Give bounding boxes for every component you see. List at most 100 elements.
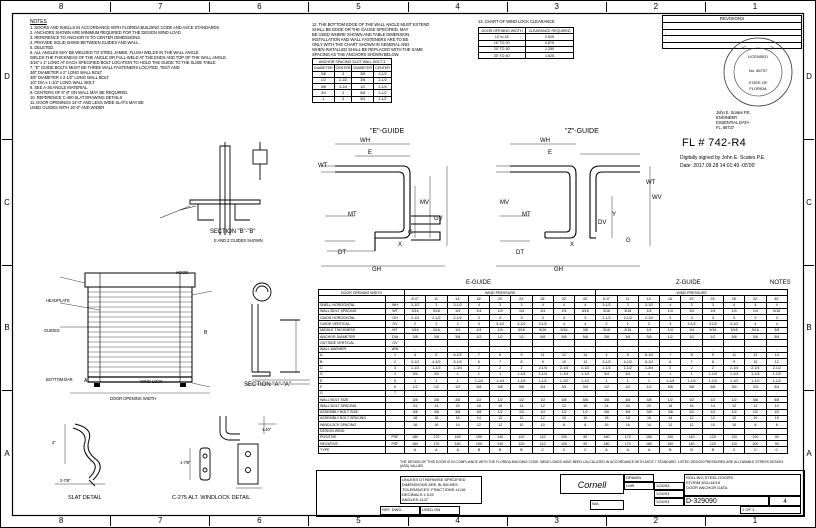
table-cell: 100 [744, 433, 767, 442]
table-cell: 90 [765, 440, 788, 448]
table-row-label: A [318, 351, 386, 360]
table-row-label: TYPE [318, 446, 386, 454]
table-cell: 1/4 [744, 307, 767, 316]
chart-cell: 3 [333, 70, 353, 78]
zone-row-marker: C [2, 140, 12, 266]
digital-signature-line: Digitally signed by John E. Scates P.E. [680, 155, 766, 161]
tb-tol-line: UNLESS OTHERWISE SPECIFIED [402, 477, 466, 482]
table-row-label: C [318, 364, 386, 372]
table-row-label: WALL BOLT SPACING [318, 402, 386, 410]
wind-lock-chart-title: 13. CHART OF WIND LOCK CLEARANCE [478, 19, 555, 24]
notes-lines-b: 12. THE BOTTOM EDGE OF THE WALL ANGLE MU… [312, 22, 472, 57]
revision-row: - [662, 29, 802, 36]
table-cell: 5/16 [744, 326, 767, 335]
z-guide-label: "Z"-GUIDE [565, 128, 599, 135]
table-cell: 5/8 [744, 333, 767, 341]
table-cell: B [489, 446, 512, 454]
table-cell: 4 [744, 301, 767, 309]
section-bb-sublabel: E AND Z GUIDES SHOWN [214, 238, 263, 243]
notes-line: 8. SEE A-36 ANGLE MATERIAL. [30, 85, 89, 90]
elev-marker-a: A [84, 378, 88, 384]
z-dim-g: G [626, 238, 631, 244]
table-row-label: F [318, 383, 386, 391]
notes-line: SPACING AS THE ANCHORS SHOWN BELOW. [312, 52, 400, 57]
chart-row: 30' TO 40'1.625 [477, 52, 574, 60]
table-cell: B [701, 446, 724, 454]
z-dim-e: E [548, 150, 553, 156]
table-cell: 2-1/4 [744, 364, 767, 372]
table-cell: A [637, 446, 661, 454]
table-cell: 4 [744, 320, 767, 328]
zone-column-marker: 8 [12, 516, 112, 526]
table-cell: B [659, 446, 682, 454]
zone-row-marker: C [804, 140, 814, 266]
table-width-cell: 40' [765, 295, 788, 303]
chart-cell: 3 [333, 89, 353, 97]
table-cell: - [744, 345, 767, 353]
zone-column-marker: 2 [607, 516, 706, 526]
revisions-title: REVISIONS [662, 15, 802, 23]
table-cell: 5/8 [765, 396, 788, 404]
elev-label-bottom-bar: BOTTOM BAR [46, 377, 73, 382]
table-cell: C [765, 446, 788, 454]
table-cell: - [765, 389, 788, 398]
table-row-unit [385, 446, 405, 454]
section-bb-drawing [159, 142, 268, 235]
table-row-label: D [318, 370, 386, 379]
notes-line: 4. PROVIDE SOLID SHIMS BETWEEN GUIDES AN… [30, 40, 140, 45]
notes-block: NOTES 1. DOORS AND SHELLS IN ACCORDANCE … [30, 20, 295, 111]
table-cell: 10 [744, 414, 767, 423]
zone-column-marker: 2 [607, 2, 706, 12]
zone-column-marker: 8 [12, 2, 112, 12]
table-row-label: DESIGN WIND [318, 427, 386, 435]
notes-line: 1/2" DIA x 1-1/2" LONG WALL BOLT [30, 80, 95, 85]
table-row-label: G [318, 389, 386, 398]
table-cell: 3/8 [765, 326, 788, 335]
notes-line: 10. REFERENCE C-400 SLAT DRAWING DETAILS [30, 95, 123, 100]
notes-line: INSTALLATION AND WALL FASTENERS ARE TO B… [312, 37, 409, 42]
table-cell: C [574, 446, 597, 454]
e-guide-drawing [321, 143, 448, 267]
chart-cell: 3-1/4 [333, 83, 353, 91]
notes-line: ONLY WITH THE CHART SHOWN IN GENERAL AND [312, 42, 410, 47]
zone-column-marker: 5 [309, 2, 409, 12]
zone-column-marker: 4 [409, 2, 508, 12]
notes-line: 12. THE BOTTOM EDGE OF THE WALL ANGLE MU… [312, 22, 430, 27]
table-cell: 1-1/2 [744, 377, 767, 385]
engineer-line: ENGINEER [716, 115, 738, 120]
tb-dwg-number: D-329090 [684, 496, 769, 506]
z-dim-mt: MT [522, 212, 531, 218]
table-cell: C [744, 446, 767, 454]
table-cell: 12 [744, 402, 767, 410]
zone-column-marker: 1 [752, 2, 758, 11]
table-cell [744, 427, 767, 435]
e-dim-gv: GV [434, 216, 443, 222]
chart-cell: 3 [333, 95, 353, 104]
zone-column-marker: 6 [210, 516, 310, 526]
chart-cell: 1 [312, 95, 335, 104]
zone-column-marker: 7 [111, 516, 211, 526]
table-header-cell: WIND PRESSURE [403, 288, 597, 297]
table-cell: 4 [765, 320, 788, 328]
e-dim-g: G [408, 230, 413, 236]
section-bb-label: SECTION "B"-"B" [210, 229, 256, 235]
table-row-label: NEGATIVE [318, 440, 386, 448]
table-row-label: WALL WASHER [318, 345, 386, 353]
tb-company: Cornell [560, 474, 624, 494]
svg-text:No. 56737: No. 56737 [749, 68, 768, 73]
